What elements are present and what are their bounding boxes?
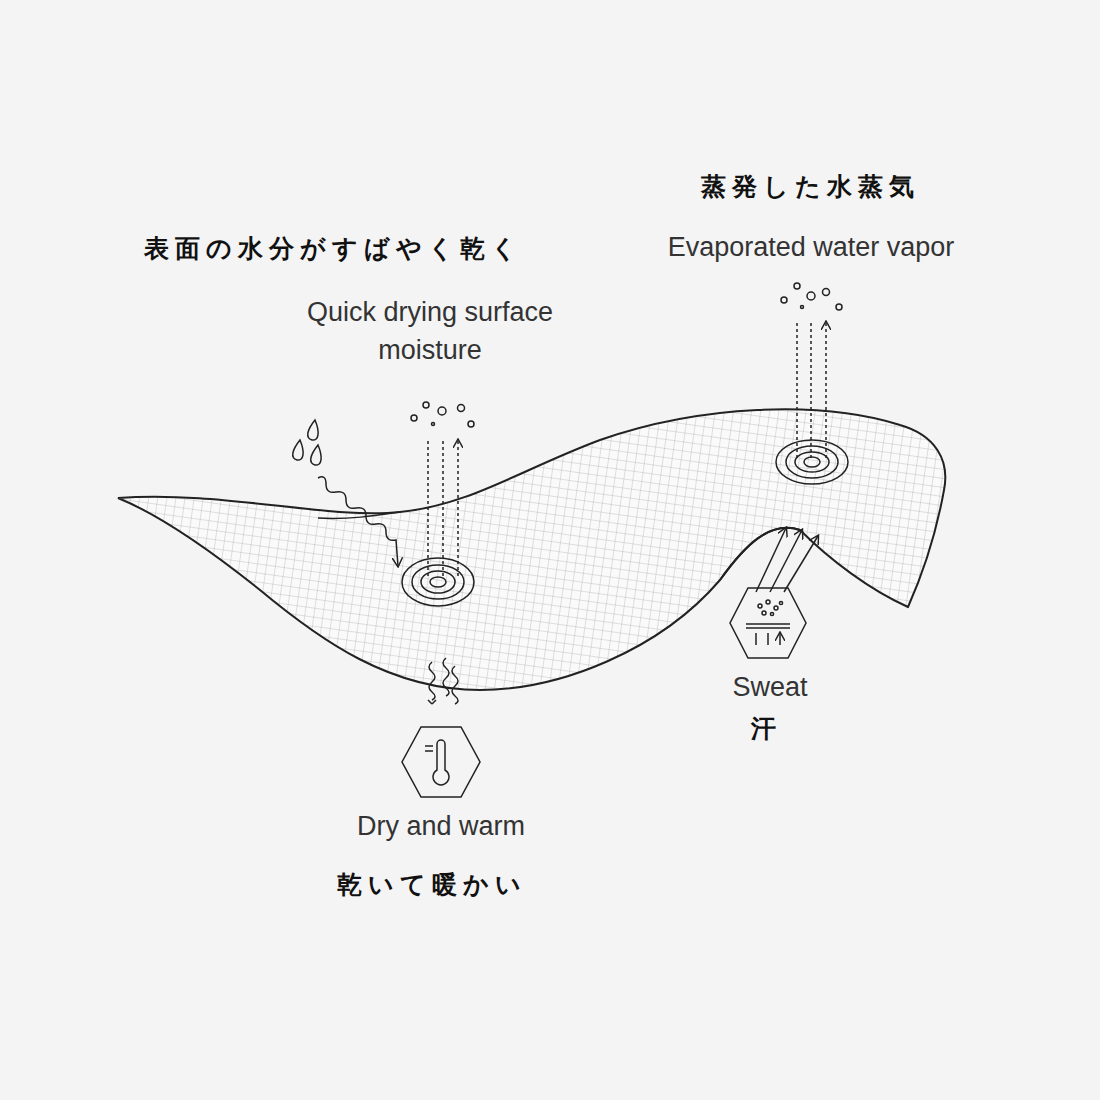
- art-stroke: [443, 658, 449, 696]
- art-stroke: [801, 306, 804, 309]
- art-stroke: [786, 446, 838, 478]
- art-stroke: [425, 746, 433, 751]
- art-stroke: [836, 304, 842, 310]
- caption-label: Quick drying surface moisture: [305, 293, 555, 369]
- thermometer-icon: [402, 727, 480, 797]
- caption-label: 汗: [726, 712, 806, 745]
- art-stroke: [411, 415, 417, 421]
- art-stroke: [720, 528, 800, 580]
- heading-label: 表面の水分がすばやく乾く: [103, 232, 563, 265]
- art-stroke: [308, 420, 318, 440]
- art-stroke: [458, 405, 465, 412]
- art-stroke: [311, 445, 321, 465]
- art-stroke: [797, 322, 826, 458]
- art-stroke: [762, 611, 766, 615]
- sweat-icon: [730, 588, 806, 658]
- art-stroke: [766, 600, 770, 604]
- art-stroke: [781, 297, 787, 303]
- art-stroke: [758, 604, 762, 608]
- art-stroke: [807, 292, 815, 300]
- art-stroke: [430, 577, 446, 587]
- caption-label: Evaporated water vapor: [601, 228, 1021, 266]
- art-stroke: [746, 624, 790, 628]
- heat-waves: [428, 658, 458, 704]
- heading-label: 蒸発した水蒸気: [650, 170, 970, 203]
- art-stroke: [774, 606, 778, 610]
- art-stroke: [756, 528, 786, 592]
- art-stroke: [756, 633, 780, 645]
- art-stroke: [293, 440, 303, 460]
- art-stroke: [779, 601, 782, 604]
- caption-label: Sweat: [690, 668, 850, 706]
- art-stroke: [318, 512, 400, 518]
- art-stroke: [428, 700, 436, 704]
- art-stroke: [776, 440, 848, 484]
- evaporation-right: [776, 283, 848, 484]
- art-stroke: [100, 380, 960, 710]
- art-stroke: [412, 565, 464, 599]
- art-stroke: [823, 289, 830, 296]
- sweat-arrows: [756, 528, 818, 592]
- art-stroke: [730, 588, 806, 658]
- art-stroke: [421, 571, 455, 593]
- art-stroke: [433, 740, 449, 785]
- rain-drops: [293, 420, 398, 566]
- art-stroke: [318, 477, 398, 566]
- art-stroke: [429, 662, 435, 700]
- art-stroke: [100, 380, 960, 710]
- art-stroke: [452, 666, 458, 704]
- art-stroke: [794, 283, 800, 289]
- art-stroke: [784, 536, 818, 592]
- caption-label: Dry and warm: [311, 807, 571, 845]
- art-stroke: [428, 440, 458, 576]
- art-stroke: [770, 612, 773, 615]
- fabric-surface: [100, 380, 960, 710]
- evaporation-left: [402, 402, 474, 606]
- art-stroke: [402, 558, 474, 606]
- art-stroke: [402, 727, 480, 797]
- art-stroke: [795, 452, 829, 472]
- art-stroke: [432, 423, 435, 426]
- art-stroke: [468, 421, 474, 427]
- art-stroke: [804, 457, 820, 467]
- art-stroke: [770, 530, 802, 592]
- caption-label: 乾いて暖かい: [292, 868, 572, 901]
- art-stroke: [118, 409, 945, 690]
- art-stroke: [438, 407, 446, 415]
- art-stroke: [423, 402, 429, 408]
